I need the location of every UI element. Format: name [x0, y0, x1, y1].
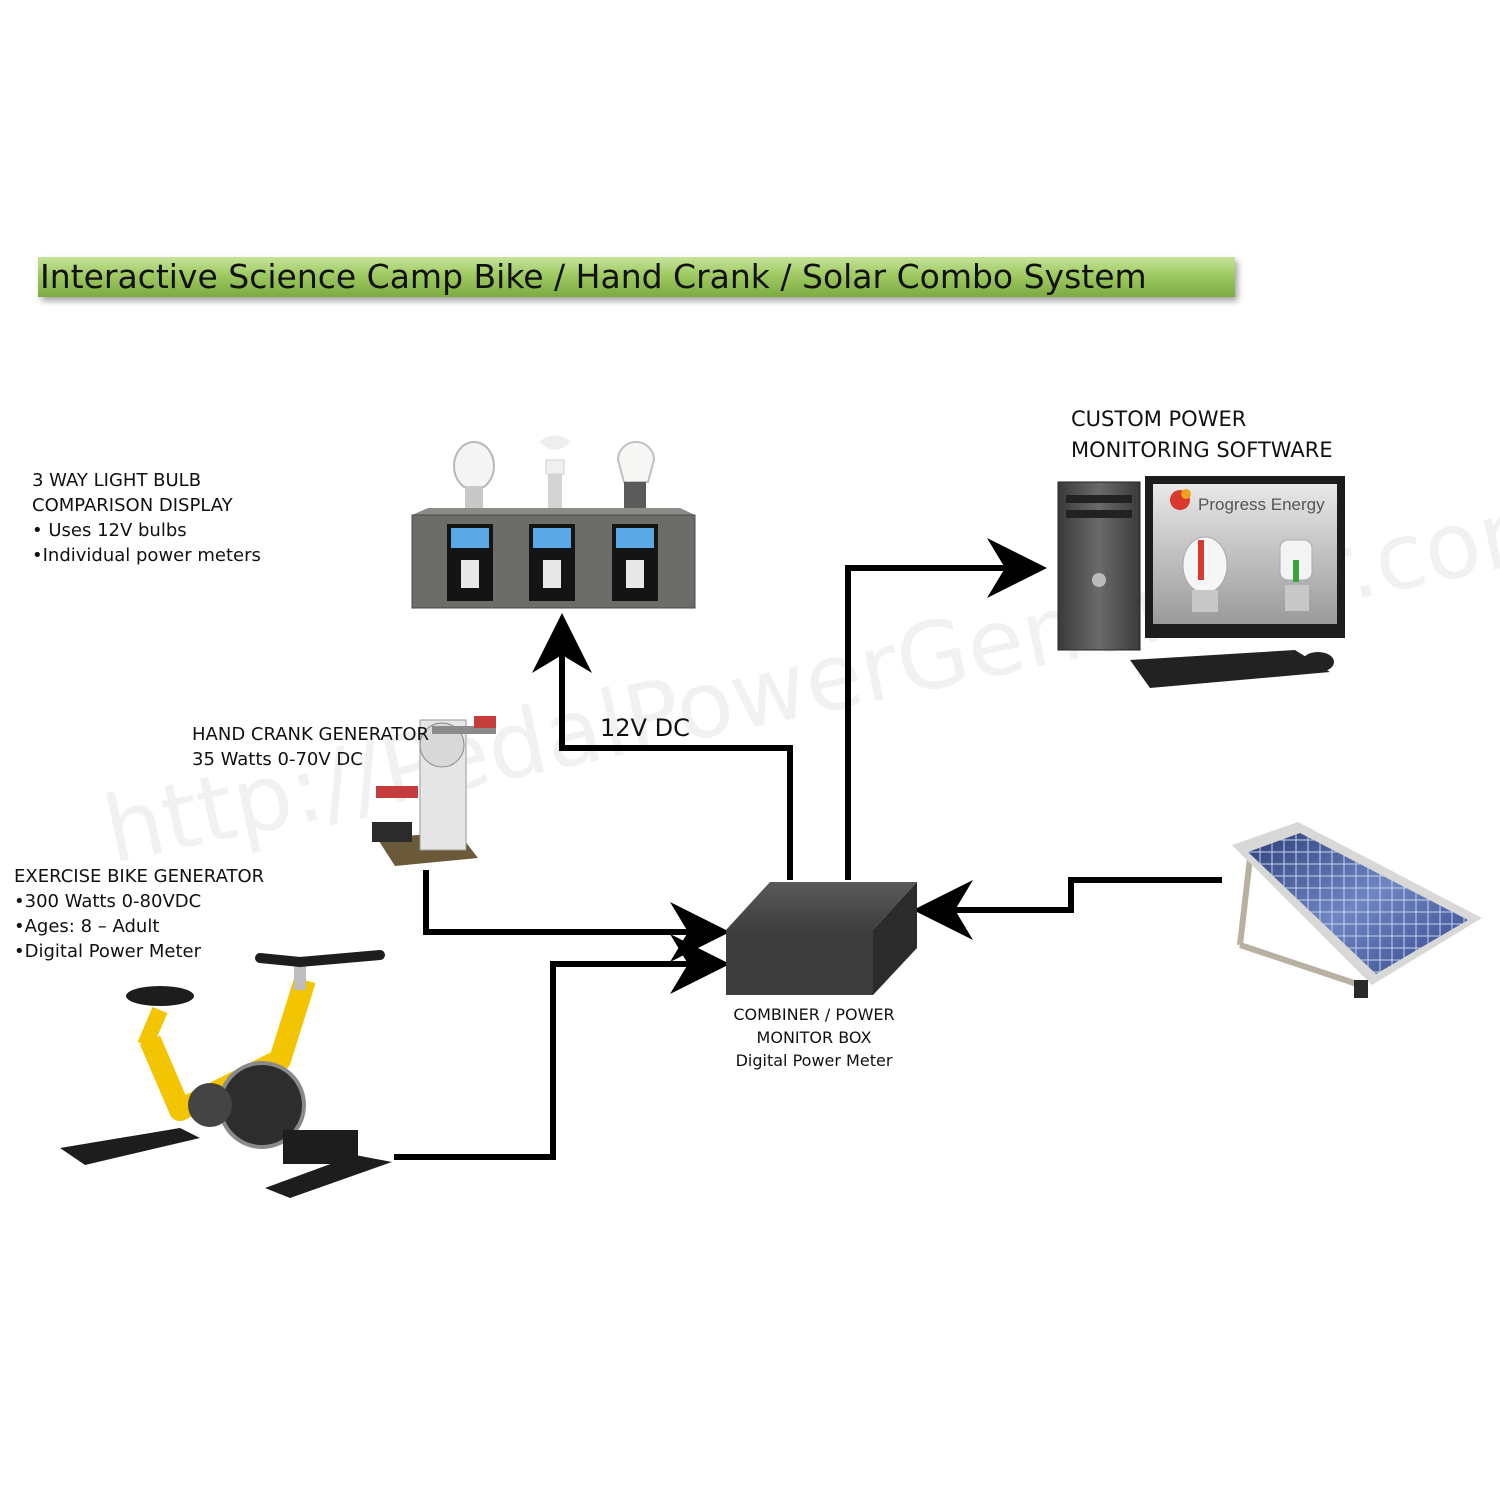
edge-label-12v-dc: 12V DC: [600, 714, 690, 742]
bulb-cfl-icon: [538, 435, 572, 508]
bulb-incandescent-icon: [453, 441, 495, 508]
title-banner: Interactive Science Camp Bike / Hand Cra…: [38, 257, 1235, 297]
wire-bike-to-combiner: [394, 934, 730, 1160]
computer-icon: [1057, 476, 1345, 688]
wire-solar-to-combiner: [913, 877, 1222, 940]
light-bulb-display: [411, 435, 696, 609]
screen-brand: Progress Energy: [1198, 495, 1325, 514]
label-light-bulb-display: 3 WAY LIGHT BULB COMPARISON DISPLAY • Us…: [32, 470, 261, 566]
combiner-box: [726, 882, 917, 995]
wires: [394, 538, 1222, 1160]
hand-crank-generator-icon: [372, 716, 496, 866]
brand-logo-icon: [1170, 489, 1191, 510]
wire-combiner-to-computer: [845, 538, 1047, 880]
wire-handcrank-to-combiner: [423, 870, 730, 962]
label-hand-crank-generator: HAND CRANK GENERATOR 35 Watts 0-70V DC: [192, 724, 430, 770]
wire-combiner-to-lights: [532, 613, 793, 880]
bulb-led-icon: [616, 441, 656, 508]
label-exercise-bike-generator: EXERCISE BIKE GENERATOR •300 Watts 0-80V…: [14, 866, 265, 962]
exercise-bike-icon: [60, 950, 392, 1198]
label-combiner-box: COMBINER / POWER MONITOR BOX Digital Pow…: [733, 1005, 895, 1070]
solar-panel-icon: [1232, 822, 1482, 998]
diagram-title: Interactive Science Camp Bike / Hand Cra…: [40, 257, 1147, 296]
meter-panels: [447, 524, 658, 601]
label-custom-power-software: CUSTOM POWER MONITORING SOFTWARE: [1071, 407, 1333, 462]
